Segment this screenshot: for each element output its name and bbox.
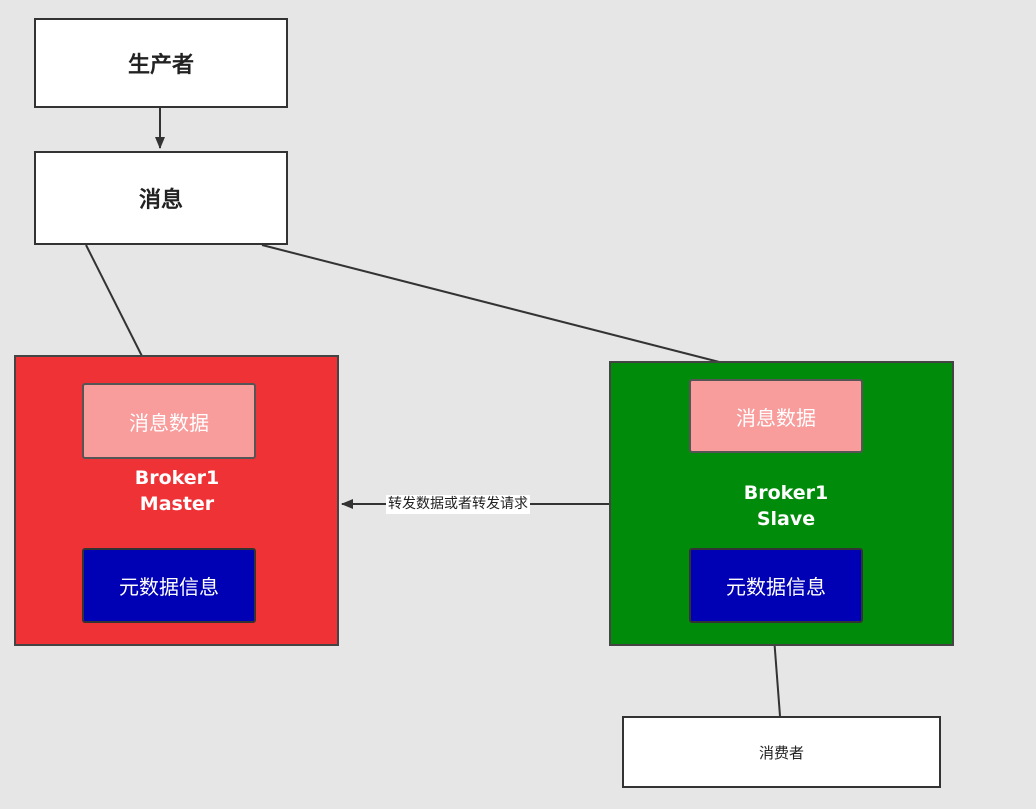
master-metadata: 元数据信息 — [82, 548, 256, 623]
slave-metadata: 元数据信息 — [689, 548, 863, 623]
slave-message-data-label: 消息数据 — [736, 405, 816, 430]
producer-label: 生产者 — [127, 53, 194, 78]
slave-broker-role: Slave — [756, 508, 816, 530]
master-message-data-label: 消息数据 — [129, 410, 209, 435]
master-metadata-label: 元数据信息 — [119, 575, 219, 599]
message-node: 消息 — [34, 151, 288, 245]
forward-edge-label: 转发数据或者转发请求 — [386, 495, 530, 514]
producer-node: 生产者 — [34, 18, 288, 108]
master-message-data: 消息数据 — [82, 383, 256, 459]
broker-master-container: 消息数据 Broker1 Master 元数据信息 — [14, 355, 339, 646]
slave-broker-label: Broker1 Slave — [721, 480, 851, 532]
master-broker-role: Master — [139, 493, 215, 515]
slave-message-data: 消息数据 — [689, 379, 863, 453]
slave-metadata-label: 元数据信息 — [726, 575, 826, 599]
arrow-message-to-slave — [261, 244, 771, 378]
slave-broker-name: Broker1 — [743, 482, 829, 504]
consumer-label: 消费者 — [758, 743, 804, 762]
consumer-node: 消费者 — [622, 716, 941, 788]
master-broker-name: Broker1 — [134, 467, 220, 489]
master-broker-label: Broker1 Master — [116, 465, 238, 517]
broker-slave-container: 消息数据 Broker1 Slave 元数据信息 — [609, 361, 954, 646]
message-label: 消息 — [138, 188, 183, 213]
